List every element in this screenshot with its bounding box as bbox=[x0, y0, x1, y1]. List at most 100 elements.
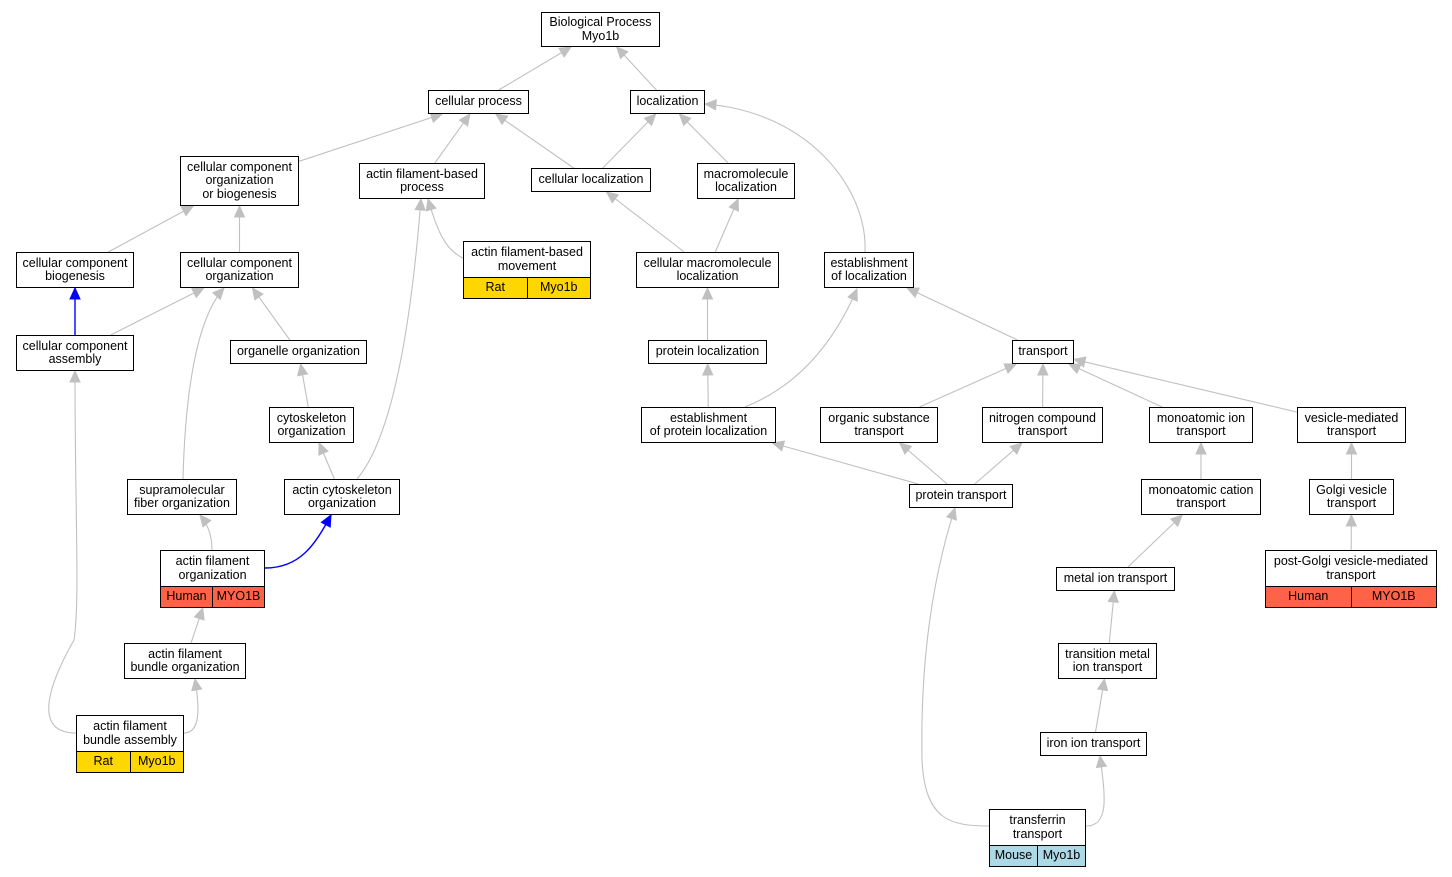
term-node-establishment-of-localization[interactable]: establishment of localization bbox=[824, 252, 914, 288]
term-label-text: transition metal ion transport bbox=[1065, 646, 1150, 674]
term-node-actin-filament-based-process[interactable]: actin filament-based process bbox=[359, 163, 485, 199]
term-label-text: nitrogen compound transport bbox=[988, 410, 1097, 438]
edge-cc-assembly-to-cc-organization-arrowhead bbox=[190, 287, 205, 299]
edge-establishment-of-localization-to-localization bbox=[704, 103, 866, 253]
term-node-metal-ion-transport[interactable]: metal ion transport bbox=[1056, 567, 1175, 591]
edge-organic-substance-transport-to-transport-arrowhead bbox=[1003, 363, 1018, 374]
edge-cc-org-biogenesis-to-cellular-process-arrowhead bbox=[429, 112, 444, 124]
term-node-organelle-organization[interactable]: organelle organization bbox=[230, 340, 367, 364]
term-label: protein localization bbox=[649, 341, 766, 363]
term-node-biological-process[interactable]: Biological Process Myo1b bbox=[541, 12, 660, 47]
term-node-cellular-localization[interactable]: cellular localization bbox=[531, 168, 651, 192]
edge-transferrin-transport-to-iron-ion-transport bbox=[1085, 755, 1105, 827]
term-node-cc-assembly[interactable]: cellular component assembly bbox=[16, 335, 134, 371]
term-label: localization bbox=[631, 91, 704, 113]
term-node-cytoskeleton-organization[interactable]: cytoskeleton organization bbox=[269, 407, 354, 443]
term-label: macromolecule localization bbox=[698, 164, 794, 198]
term-node-vesicle-mediated-transport[interactable]: vesicle-mediated transport bbox=[1297, 407, 1406, 443]
term-label: post-Golgi vesicle-mediated transport bbox=[1266, 551, 1436, 586]
term-node-transport[interactable]: transport bbox=[1012, 340, 1074, 364]
edge-organic-substance-transport-to-transport bbox=[919, 363, 1017, 408]
edge-cc-assembly-to-cc-organization bbox=[110, 287, 205, 336]
term-node-supramolecular-fiber-organization[interactable]: supramolecular fiber organization bbox=[127, 479, 237, 515]
edge-cellular-localization-to-localization bbox=[602, 113, 657, 169]
term-node-establishment-protein-localization[interactable]: establishment of protein localization bbox=[641, 407, 776, 443]
term-label-text: vesicle-mediated transport bbox=[1304, 410, 1399, 438]
term-node-nitrogen-compound-transport[interactable]: nitrogen compound transport bbox=[982, 407, 1103, 443]
term-label: protein transport bbox=[910, 485, 1012, 507]
edge-cellular-macromolecule-localization-to-cellular-localization bbox=[606, 191, 685, 253]
term-label-text: actin cytoskeleton organization bbox=[292, 482, 392, 510]
term-node-golgi-vesicle-transport[interactable]: Golgi vesicle transport bbox=[1309, 479, 1394, 515]
edge-protein-localization-to-cellular-macromolecule-localization-arrowhead bbox=[701, 286, 714, 300]
term-label: actin filament bundle organization bbox=[125, 644, 245, 678]
term-node-iron-ion-transport[interactable]: iron ion transport bbox=[1040, 732, 1147, 756]
term-node-macromolecule-localization[interactable]: macromolecule localization bbox=[697, 163, 795, 199]
term-label-text: actin filament-based process bbox=[366, 166, 478, 194]
term-label: organelle organization bbox=[231, 341, 366, 363]
term-label: transport bbox=[1013, 341, 1073, 363]
term-label-text: cellular component organization or bioge… bbox=[187, 159, 292, 201]
term-label-text: organic substance transport bbox=[828, 410, 930, 438]
term-node-cellular-process[interactable]: cellular process bbox=[428, 90, 529, 114]
term-label-text: organelle organization bbox=[236, 344, 360, 359]
edge-iron-ion-transport-to-transition-metal-ion-transport-arrowhead bbox=[1096, 677, 1109, 692]
edge-protein-transport-to-establishment-protein-localization-arrowhead bbox=[771, 440, 786, 452]
term-label: cellular component assembly bbox=[17, 336, 133, 370]
edge-actin-filament-bundle-assembly-to-cc-assembly bbox=[48, 370, 78, 734]
term-label: supramolecular fiber organization bbox=[128, 480, 236, 514]
edge-establishment-protein-localization-to-establishment-of-localization bbox=[744, 288, 858, 408]
edge-protein-transport-to-establishment-protein-localization bbox=[772, 442, 919, 485]
edge-actin-cytoskeleton-organization-to-actin-filament-based-process bbox=[356, 198, 422, 480]
term-label: cellular localization bbox=[532, 169, 650, 191]
edge-golgi-vesicle-transport-to-vesicle-mediated-transport-arrowhead bbox=[1345, 441, 1358, 455]
edge-metal-ion-transport-to-monoatomic-cation-transport-arrowhead bbox=[1169, 514, 1184, 528]
term-node-cc-biogenesis[interactable]: cellular component biogenesis bbox=[16, 252, 134, 288]
gene-badge: Myo1b bbox=[526, 278, 590, 298]
term-node-localization[interactable]: localization bbox=[630, 90, 705, 114]
term-label-text: establishment of protein localization bbox=[649, 410, 768, 438]
term-node-monoatomic-cation-transport[interactable]: monoatomic cation transport bbox=[1141, 479, 1261, 515]
term-node-actin-cytoskeleton-organization[interactable]: actin cytoskeleton organization bbox=[284, 479, 400, 515]
term-node-organic-substance-transport[interactable]: organic substance transport bbox=[820, 407, 938, 443]
edge-nitrogen-compound-transport-to-transport-arrowhead bbox=[1037, 362, 1049, 376]
term-label-text: protein localization bbox=[655, 344, 760, 359]
edge-monoatomic-cation-transport-to-monoatomic-ion-transport-arrowhead bbox=[1195, 441, 1207, 455]
term-node-cc-org-biogenesis[interactable]: cellular component organization or bioge… bbox=[180, 156, 299, 206]
edge-actin-filament-bundle-organization-to-actin-filament-organization-arrowhead bbox=[193, 606, 205, 621]
term-node-protein-localization[interactable]: protein localization bbox=[648, 340, 767, 364]
edge-cellular-process-to-biological-process-arrowhead bbox=[558, 46, 573, 58]
term-node-cellular-macromolecule-localization[interactable]: cellular macromolecule localization bbox=[636, 252, 779, 288]
edge-metal-ion-transport-to-monoatomic-cation-transport bbox=[1127, 514, 1183, 568]
term-label: actin filament bundle assembly bbox=[77, 716, 183, 751]
edge-actin-filament-organization-to-actin-cytoskeleton-organization bbox=[264, 514, 332, 569]
term-label-text: macromolecule localization bbox=[703, 166, 789, 194]
edge-actin-cytoskeleton-organization-to-actin-filament-based-process-arrowhead bbox=[414, 197, 426, 211]
term-node-cc-organization[interactable]: cellular component organization bbox=[180, 252, 299, 288]
term-label: cellular macromolecule localization bbox=[637, 253, 778, 287]
edge-transition-metal-ion-transport-to-metal-ion-transport-arrowhead bbox=[1107, 589, 1119, 604]
term-label-text: transport bbox=[1018, 344, 1068, 359]
term-node-transition-metal-ion-transport[interactable]: transition metal ion transport bbox=[1058, 643, 1157, 679]
term-node-monoatomic-ion-transport[interactable]: monoatomic ion transport bbox=[1149, 407, 1253, 443]
edge-cytoskeleton-organization-to-organelle-organization-arrowhead bbox=[296, 362, 309, 377]
edge-cc-organization-to-cc-org-biogenesis-arrowhead bbox=[233, 204, 246, 218]
edge-cellular-localization-to-localization-arrowhead bbox=[643, 113, 657, 127]
term-node-protein-transport[interactable]: protein transport bbox=[909, 484, 1013, 508]
gene-badge: Myo1b bbox=[1037, 846, 1085, 866]
edge-post-golgi-vesicle-transport-to-golgi-vesicle-transport-arrowhead bbox=[1345, 513, 1358, 527]
edge-vesicle-mediated-transport-to-transport bbox=[1073, 358, 1298, 413]
edge-cellular-localization-to-cellular-process bbox=[495, 113, 575, 169]
term-label: establishment of localization bbox=[825, 253, 913, 287]
edge-supramolecular-fiber-organization-to-cc-organization bbox=[182, 287, 225, 480]
term-label-text: Biological Process Myo1b bbox=[549, 15, 652, 43]
term-label-text: monoatomic ion transport bbox=[1156, 410, 1246, 438]
term-label: monoatomic cation transport bbox=[1142, 480, 1260, 514]
term-node-actin-filament-bundle-organization[interactable]: actin filament bundle organization bbox=[124, 643, 246, 679]
